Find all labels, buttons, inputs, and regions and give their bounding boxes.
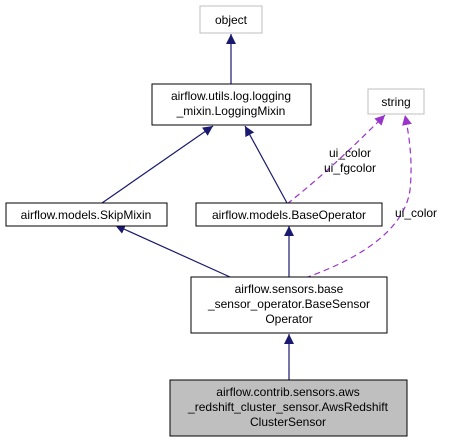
svg-text:string: string [381,95,410,109]
node-aws-redshift-cluster-sensor[interactable]: airflow.contrib.sensors.aws _redshift_cl… [169,379,408,437]
svg-text:_sensor_operator.BaseSensor: _sensor_operator.BaseSensor [207,297,370,311]
edge-base-operator-to-logging-mixin [244,125,288,204]
svg-text:ui_fgcolor: ui_fgcolor [324,161,376,175]
svg-text:Operator: Operator [265,312,312,326]
svg-text:airflow.models.SkipMixin: airflow.models.SkipMixin [21,208,152,222]
edge-base-operator-uses-string [286,114,386,205]
edge-base-sensor-uses-string [304,114,412,279]
svg-text:airflow.utils.log.logging: airflow.utils.log.logging [171,89,291,103]
edge-label-base-operator-string: ui_color ui_fgcolor [324,146,376,175]
svg-text:object: object [215,13,248,27]
node-logging-mixin[interactable]: airflow.utils.log.logging _mixin.Logging… [151,83,312,126]
svg-text:ui_color: ui_color [395,206,437,220]
node-object[interactable]: object [199,5,263,34]
edge-label-base-sensor-string: ui_color [395,206,437,220]
svg-text:airflow.models.BaseOperator: airflow.models.BaseOperator [212,208,366,222]
svg-text:ClusterSensor: ClusterSensor [250,415,326,429]
node-base-sensor[interactable]: airflow.sensors.base _sensor_operator.Ba… [190,276,388,334]
svg-text:_mixin.LoggingMixin: _mixin.LoggingMixin [176,104,286,118]
edge-base-sensor-to-skip-mixin [114,224,231,278]
svg-text:ui_color: ui_color [329,146,371,160]
node-skip-mixin[interactable]: airflow.models.SkipMixin [5,202,168,227]
svg-text:airflow.contrib.sensors.aws: airflow.contrib.sensors.aws [216,385,359,399]
svg-text:airflow.sensors.base: airflow.sensors.base [235,282,344,296]
node-string[interactable]: string [367,88,425,115]
node-base-operator[interactable]: airflow.models.BaseOperator [195,202,383,227]
svg-text:_redshift_cluster_sensor.AwsRe: _redshift_cluster_sensor.AwsRedshift [187,400,389,414]
edge-skip-mixin-to-logging-mixin [101,125,214,204]
